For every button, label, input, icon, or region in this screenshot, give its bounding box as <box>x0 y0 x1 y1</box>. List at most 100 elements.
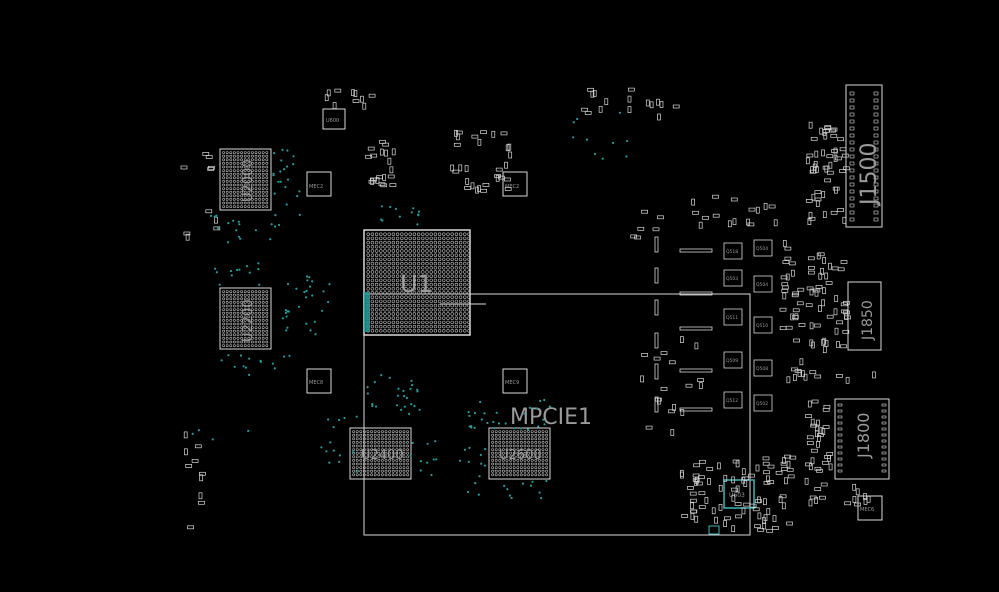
u2000-ball <box>243 158 247 162</box>
u1-ball <box>408 312 412 316</box>
passive-part <box>491 130 496 138</box>
u1-chip[interactable]: U1 <box>363 229 471 336</box>
j1800-pin <box>881 457 887 461</box>
via <box>245 265 249 268</box>
passive-part <box>637 226 645 231</box>
j1500-pin <box>849 105 855 110</box>
u1-ball <box>391 324 396 329</box>
u2000-ball <box>261 165 265 169</box>
passive-part <box>797 287 805 292</box>
j1500-pin <box>849 126 855 131</box>
u600-chip[interactable]: U600 <box>322 108 346 130</box>
u2000-ball <box>265 151 269 155</box>
via <box>338 418 341 422</box>
u1-ball <box>374 266 379 270</box>
u1-ball <box>454 249 459 253</box>
via <box>543 423 546 426</box>
u2200-ball <box>243 329 247 333</box>
u2200-ball <box>247 340 251 344</box>
u2400-ball <box>377 469 381 473</box>
u2200-ball <box>261 318 265 322</box>
u1-ball <box>383 287 387 291</box>
u1-ball <box>421 257 425 262</box>
u2000-ball <box>265 158 269 162</box>
u1-ball <box>450 261 454 266</box>
via <box>332 449 335 452</box>
u2000-ball <box>229 158 233 162</box>
u1-ball <box>442 245 446 249</box>
passive-part <box>656 98 660 106</box>
u2200-ball <box>236 290 240 294</box>
u1-ball <box>463 282 467 287</box>
u2000-ball <box>265 197 269 201</box>
via <box>371 404 374 408</box>
j1500-connector[interactable]: J1500 <box>845 84 883 228</box>
u2200-ball <box>254 340 258 344</box>
j1800-pin <box>881 469 887 473</box>
u2600-ball <box>491 444 495 448</box>
u1-ball <box>429 266 433 270</box>
passive-part <box>766 528 773 533</box>
passive-part <box>816 468 823 473</box>
u2600-ball <box>501 437 505 441</box>
u2200-ball <box>258 326 262 330</box>
u1-ball <box>383 245 387 249</box>
mec-left-top[interactable]: MEC2 <box>306 171 332 197</box>
u1-ball <box>412 278 417 283</box>
via <box>538 491 541 494</box>
u2400-ball <box>352 430 356 434</box>
u603-chip[interactable]: U603 <box>723 479 755 509</box>
u2400-ball <box>373 462 377 466</box>
u2000-ball <box>225 197 229 201</box>
passive-part <box>845 376 850 384</box>
u2400-chip[interactable]: U2400 <box>349 427 412 480</box>
u1-ball <box>383 299 387 304</box>
passive-part <box>779 326 787 331</box>
mec-center-mid[interactable]: MEC9 <box>502 368 528 394</box>
u1-ball <box>442 282 446 287</box>
u1-ball <box>400 303 404 308</box>
u2200-ball <box>254 308 258 312</box>
mec-left-mid[interactable]: MEC8 <box>306 368 332 394</box>
u2400-ball <box>402 433 406 437</box>
u1-ball <box>429 316 433 320</box>
passive-part <box>792 291 799 296</box>
u1-ball <box>408 320 412 325</box>
u2600-chip[interactable]: U2600 <box>488 427 551 480</box>
via <box>286 326 289 329</box>
passive-part <box>763 514 768 522</box>
u1-ball <box>416 253 421 257</box>
j1850-connector[interactable]: J1850 <box>847 281 882 351</box>
u1-ball <box>370 261 375 266</box>
u2400-ball <box>373 433 377 437</box>
u2400-ball <box>355 462 359 466</box>
j1800-connector[interactable]: J1800 <box>834 398 890 480</box>
u1-ball <box>379 282 383 287</box>
passive-part <box>702 215 709 220</box>
u1-ball <box>400 266 404 270</box>
via <box>409 454 412 457</box>
passive-part <box>773 219 778 227</box>
u1-ball <box>454 316 459 320</box>
u1-ball <box>454 245 459 249</box>
u2200-ball <box>229 344 233 348</box>
via <box>618 111 622 114</box>
u1-ball <box>391 245 396 249</box>
passive-part <box>780 467 788 471</box>
u1-ball <box>404 282 408 287</box>
passive-part <box>660 387 668 391</box>
u2000-chip[interactable]: U2000 <box>219 148 272 211</box>
j1500-pin <box>849 210 855 215</box>
passive-part <box>786 521 793 526</box>
passive-part <box>504 161 508 169</box>
via <box>477 493 480 496</box>
u2000-ball <box>222 176 226 180</box>
u2600-ball <box>505 437 509 441</box>
u2600-ball <box>527 458 531 462</box>
u2600-ball <box>491 458 495 462</box>
mec-center-top[interactable]: MEC2 <box>502 171 528 197</box>
u2200-chip[interactable]: U2200 <box>219 287 272 350</box>
u2200-ball <box>265 304 269 308</box>
